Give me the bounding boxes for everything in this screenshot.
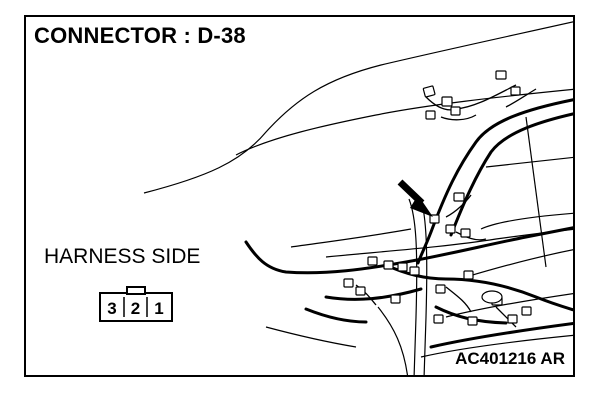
branch-wires [355,84,537,328]
connector-pin-label: 2 [131,299,140,318]
vehicle-harness-illustration: 3 2 1 [99,21,573,375]
diagram-title: CONNECTOR : D-38 [34,23,246,48]
connector-pin-label: 1 [154,299,163,318]
diagram-frame: 3 2 1 CONNECTOR : D-38 HARNESS SIDE AC40… [24,15,575,377]
figure-code: AC401216 AR [455,349,565,368]
connector-pin-label: 3 [107,299,116,318]
harness-side-label: HARNESS SIDE [44,245,201,268]
connector-pointer-arrow [397,179,433,217]
harness-side-connector: 3 2 1 [99,286,173,322]
connector-latch [126,286,146,295]
harness-connectors [343,70,532,326]
wiring-harness [244,98,573,349]
